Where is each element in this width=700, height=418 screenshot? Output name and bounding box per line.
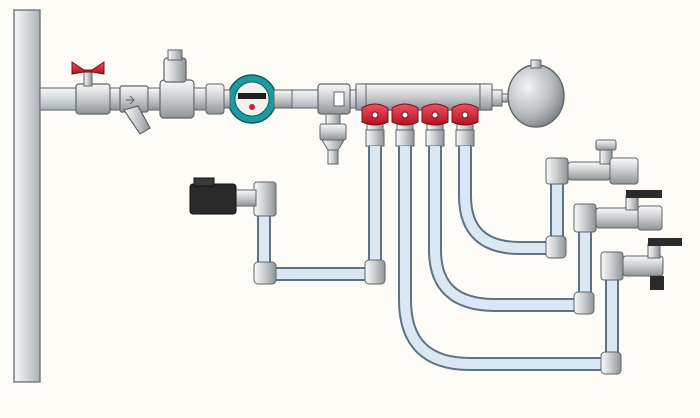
check-valve <box>317 83 351 115</box>
expansion-tank <box>501 59 565 128</box>
distribution-manifold <box>355 83 503 111</box>
branch-fittings <box>365 129 475 147</box>
branch-valve-2 <box>391 103 419 131</box>
elbow-fittings <box>253 235 622 375</box>
branch-valve-3 <box>421 103 449 131</box>
ball-valve-red-handle <box>71 61 121 115</box>
branch-valve-4 <box>451 103 479 131</box>
pressure-reducer <box>147 49 225 119</box>
outlet-valve-2 <box>573 190 663 233</box>
y-strainer <box>119 85 151 135</box>
outlet-valve-1 <box>545 139 639 185</box>
outlet-valve-3 <box>600 238 682 290</box>
branch-valve-1 <box>361 103 389 131</box>
vertical-riser-pipe <box>13 9 41 383</box>
water-meter <box>223 74 293 124</box>
pressure-switch <box>189 177 277 217</box>
drain-tap <box>319 113 347 165</box>
hose-lines <box>257 146 619 371</box>
